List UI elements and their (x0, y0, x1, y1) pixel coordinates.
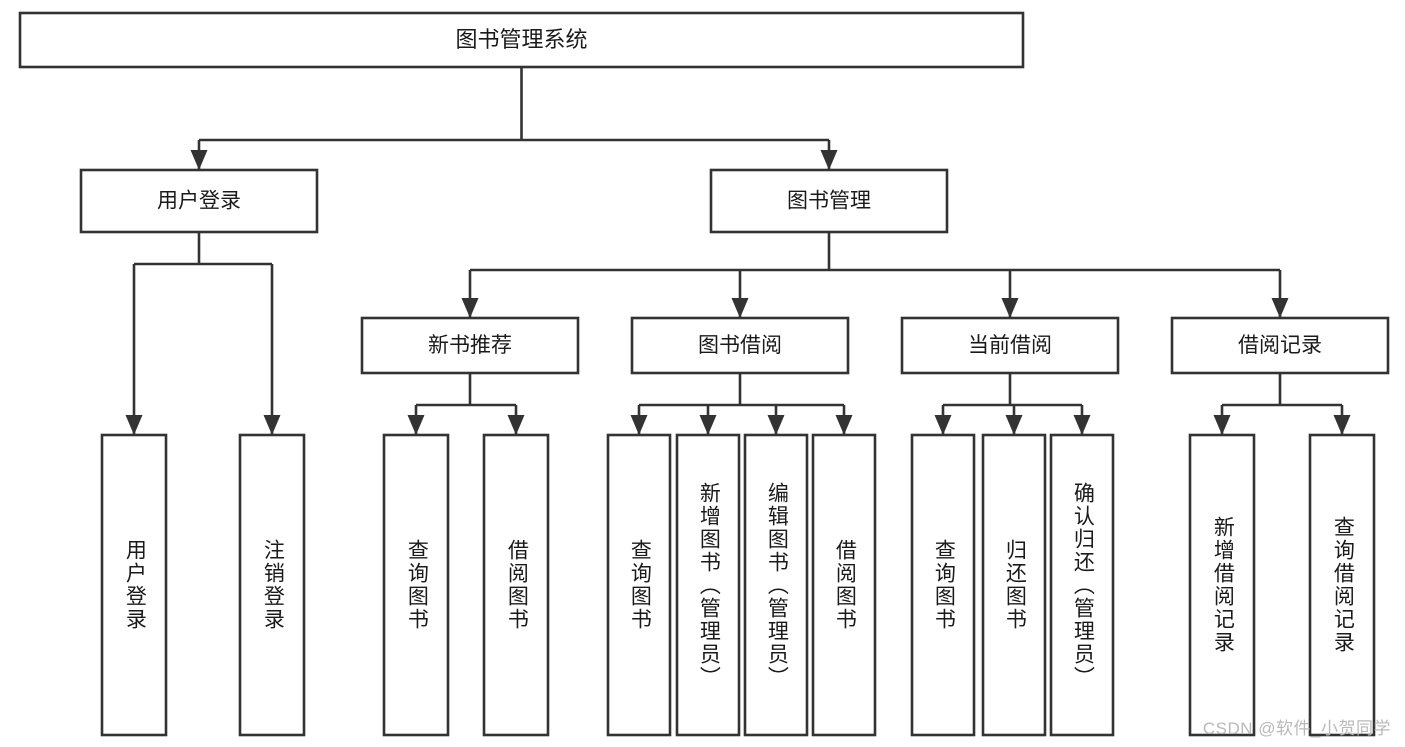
node-rect (910, 433, 976, 737)
node-label: 当前借阅 (968, 334, 1052, 357)
node-rect (630, 316, 850, 375)
node-label: 图书管理系统 (455, 27, 587, 52)
leaf-node-leaf-add-book-admin[interactable] (675, 433, 741, 737)
node-rect (811, 433, 877, 737)
arrow-head (125, 415, 143, 435)
leaf-node-leaf-add-record[interactable] (1188, 433, 1256, 737)
arrow-head (263, 415, 281, 435)
node-rect (1049, 433, 1115, 737)
arrow-head (1005, 415, 1023, 435)
leaf-node-leaf-return-book[interactable] (981, 433, 1047, 737)
node-rect (675, 433, 741, 737)
arrow-head (934, 415, 952, 435)
arrow-head (190, 150, 208, 170)
node-label: 新书推荐 (428, 334, 512, 357)
leaf-node-leaf-query-book-3[interactable] (910, 433, 976, 737)
arrow-head (1333, 415, 1351, 435)
node-rect (1308, 433, 1376, 737)
node-rect (360, 316, 580, 375)
node-rect (709, 168, 949, 234)
arrow-head (835, 415, 853, 435)
leaf-node-leaf-borrow-book-2[interactable] (811, 433, 877, 737)
arrow-head (731, 298, 749, 318)
leaf-node-leaf-confirm-return[interactable] (1049, 433, 1115, 737)
leaf-node-leaf-query-book-1[interactable] (382, 433, 450, 737)
connector-edges (125, 67, 1351, 435)
arrow-head (1001, 298, 1019, 318)
arrow-head (1213, 415, 1231, 435)
node-rect (382, 433, 450, 737)
watermark-text: CSDN @软件_小贺同学 (1202, 719, 1391, 738)
node-boxes (18, 11, 1390, 737)
arrow-head (820, 150, 838, 170)
arrow-head (461, 298, 479, 318)
node-label: 图书借阅 (698, 334, 782, 357)
leaf-node-leaf-user-login[interactable] (100, 433, 168, 737)
arrow-head (507, 415, 525, 435)
arrow-head (767, 415, 785, 435)
node-rect (981, 433, 1047, 737)
node-rect (900, 316, 1120, 375)
node-rect (606, 433, 672, 737)
node-rect (1188, 433, 1256, 737)
level3-node-new-book-recommend[interactable] (360, 316, 580, 375)
leaf-node-leaf-query-record[interactable] (1308, 433, 1376, 737)
arrow-head (1073, 415, 1091, 435)
level3-node-book-borrow[interactable] (630, 316, 850, 375)
node-rect (79, 168, 319, 234)
level2-node-user-login[interactable] (79, 168, 319, 234)
node-rect (482, 433, 550, 737)
level3-node-current-borrow[interactable] (900, 316, 1120, 375)
leaf-node-leaf-query-book-2[interactable] (606, 433, 672, 737)
node-rect (100, 433, 168, 737)
leaf-node-leaf-edit-book-admin[interactable] (743, 433, 809, 737)
arrow-head (630, 415, 648, 435)
arrow-head (1271, 298, 1289, 318)
arrow-head (407, 415, 425, 435)
node-label: 借阅记录 (1238, 334, 1322, 357)
level2-node-book-management[interactable] (709, 168, 949, 234)
node-rect (1170, 316, 1390, 375)
node-label: 用户登录 (157, 190, 241, 213)
node-rect (238, 433, 306, 737)
leaf-node-leaf-logout-login[interactable] (238, 433, 306, 737)
leaf-node-leaf-borrow-book-1[interactable] (482, 433, 550, 737)
node-rect (18, 11, 1025, 69)
level3-node-borrow-record[interactable] (1170, 316, 1390, 375)
root-node-root[interactable] (18, 11, 1025, 69)
arrow-head (699, 415, 717, 435)
node-rect (743, 433, 809, 737)
node-label: 图书管理 (787, 190, 871, 213)
